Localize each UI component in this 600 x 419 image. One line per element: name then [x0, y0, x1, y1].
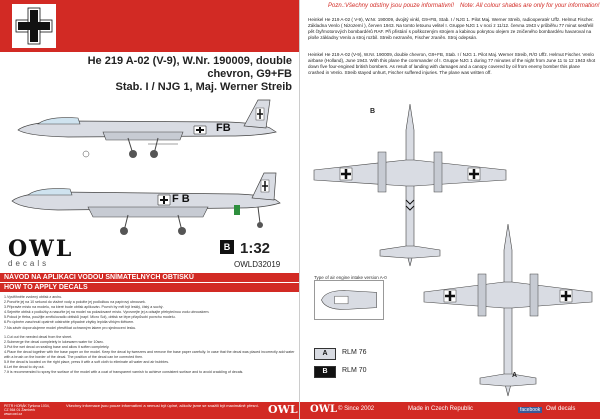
bottom-view-cross-right [559, 289, 573, 303]
bottom-view-cross-left [443, 289, 457, 303]
bottom-view-drawing [423, 223, 593, 397]
instruction-cz-6: 6.Po úplném zaschnutí opatrně odstraňte … [4, 320, 135, 325]
footer-warning: Všechny informace jsou pouze informativn… [66, 403, 259, 408]
rlm76-label: RLM 76 [342, 349, 367, 356]
header-red-bar [0, 0, 300, 52]
instruction-cz-3: 3.Připravte místo na modelu, na které bu… [4, 305, 164, 310]
title-line-1: He 219 A-02 (V-9), W.Nr. 190009, double … [87, 55, 292, 80]
instruction-en-7: 7.It is recommended to spray the surface… [4, 369, 244, 374]
instruction-cz-4: 4.Sejměte obtisk z podložky a nasuňte je… [4, 310, 210, 315]
variant-badge: B [220, 240, 234, 254]
footer-owl-decals[interactable]: Owl decals [546, 406, 576, 412]
page-divider [299, 0, 300, 419]
left-page: He 219 A-02 (V-9), W.Nr. 190009, double … [0, 0, 300, 419]
rlm76-code: A [314, 348, 336, 360]
top-view-drawing [313, 103, 507, 267]
page-title: He 219 A-02 (V-9), W.Nr. 190009, double … [60, 55, 292, 94]
footer-right-owl: OWL [310, 404, 337, 415]
footer-owl-logo: OWL [268, 403, 298, 416]
rlm70-swatch: B RLM 70 [314, 366, 424, 378]
owl-logo-text: OWL [8, 236, 74, 262]
right-page: Pozn.:Všechny odstíny jsou pouze informa… [300, 0, 600, 419]
instruction-cz-5: 5.Pokud je třeba, použijte změkčovadlo o… [4, 315, 176, 320]
description-en: Heinkel He 219 A-02 (V-9), W.Nr. 190009,… [308, 52, 596, 75]
view-label-b: B [370, 108, 376, 115]
scale-box: B 1:32 OWLD32019 [220, 240, 292, 272]
instruction-cz-2: 2.Ponořte jej na 10 sekund do vlažné vod… [4, 300, 146, 305]
balkenkreuz-box [12, 4, 56, 48]
instruction-en-2: 2.Submerge the decal completely in lukew… [4, 339, 105, 344]
title-line-2: Stab. I / NJG 1, Maj. Werner Streib [115, 81, 292, 93]
instructions: 1.Vystřihněte zvolený obtisk z archu. 2.… [4, 295, 296, 375]
description-cz: Heinkel He 219 A-02 ( V-9), W.Nr. 190009… [308, 17, 594, 40]
footer-left: PETR HORÁK Tyršova 1034, CZ 564 01 Žambe… [0, 402, 300, 419]
instruction-cz-7: 7.Na závěr doporučujeme model přestříkat… [4, 325, 137, 330]
balkenkreuz-icon [15, 7, 53, 45]
instruction-en-4: 4.Place the decal together with the base… [4, 349, 295, 359]
product-code: OWLD32019 [234, 260, 281, 269]
footer-right: OWL © Since 2002 Made in Czech Republic … [300, 402, 600, 419]
footer-since: © Since 2002 [338, 406, 375, 412]
rlm70-code: B [314, 366, 336, 378]
note-cz: Pozn.:Všechny odstíny jsou pouze informa… [328, 3, 455, 9]
top-view-cross-right [467, 167, 481, 181]
side-profile-drawing [17, 99, 277, 158]
fuselage-code-top: FB [216, 122, 231, 134]
instruction-en-5: 5.If the decal is located on the right p… [4, 359, 170, 364]
owl-decals-logo: OWL decals [8, 236, 88, 270]
fuselage-code-bottom: F B [172, 193, 190, 205]
facebook-icon[interactable]: facebook [518, 407, 543, 413]
engine-intake-drawing [314, 280, 384, 320]
rlm76-swatch: A RLM 76 [314, 348, 424, 360]
instruction-en-1: 1.Cut out the needed decal from the shee… [4, 334, 73, 339]
howto-en-heading: HOW TO APPLY DECALS [0, 283, 300, 292]
instruction-cz-1: 1.Vystřihněte zvolený obtisk z archu. [4, 295, 63, 299]
top-view-cross-left [339, 167, 353, 181]
note-en: Note: All colour shades are only for you… [460, 3, 600, 9]
footer-made: Made in Czech Republic [408, 406, 474, 412]
port-profile-drawing [11, 172, 281, 235]
decals-logo-text: decals [8, 259, 50, 268]
engine-intake-note: Type of air engine intake version A-0 [314, 275, 387, 280]
instruction-en-3: 3.Put the wet decal on sealing base and … [4, 344, 110, 349]
instruction-en-6: 6.Let the decal to dry out. [4, 364, 45, 369]
rlm70-label: RLM 70 [342, 367, 367, 374]
scale-label: 1:32 [240, 240, 271, 257]
footer-address: PETR HORÁK Tyršova 1034, CZ 564 01 Žambe… [4, 404, 50, 416]
view-label-a: A [512, 372, 518, 379]
howto-cz-heading: NÁVOD NA APLIKACI VODOU SNÍMATELNÝCH OBT… [0, 273, 300, 282]
